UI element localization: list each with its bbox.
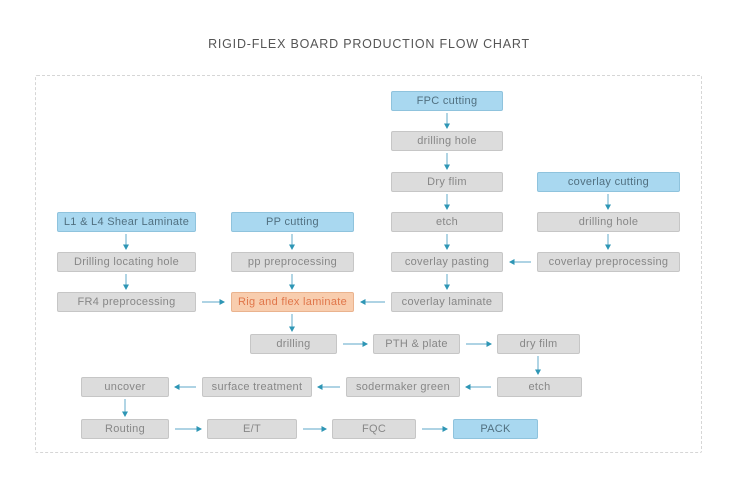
node-pp-preprocessing: pp preprocessing — [231, 252, 354, 272]
node-coverlay-laminate: coverlay laminate — [391, 292, 503, 312]
node-coverlay-preprocessing: coverlay preprocessing — [537, 252, 680, 272]
node-fpc-cutting: FPC cutting — [391, 91, 503, 111]
node-fr4-preprocessing: FR4 preprocessing — [57, 292, 196, 312]
node-rig-and-flex-laminate: Rig and flex laminate — [231, 292, 354, 312]
node-uncover: uncover — [81, 377, 169, 397]
node-e-t: E/T — [207, 419, 297, 439]
node-routing: Routing — [81, 419, 169, 439]
node-l1-l4-shear-laminate: L1 & L4 Shear Laminate — [57, 212, 196, 232]
node-drilling-hole-fpc: drilling hole — [391, 131, 503, 151]
node-pack: PACK — [453, 419, 538, 439]
node-pth-and-plate: PTH & plate — [373, 334, 460, 354]
node-dry-flim: Dry flim — [391, 172, 503, 192]
node-drilling-locating-hole: Drilling locating hole — [57, 252, 196, 272]
node-pp-cutting: PP cutting — [231, 212, 354, 232]
node-coverlay-cutting: coverlay cutting — [537, 172, 680, 192]
node-surface-treatment: surface treatment — [202, 377, 312, 397]
node-drilling: drilling — [250, 334, 337, 354]
flowchart-dashed-frame — [35, 75, 702, 453]
page-title: RIGID-FLEX BOARD PRODUCTION FLOW CHART — [208, 37, 530, 51]
node-etch-fpc: etch — [391, 212, 503, 232]
node-fqc: FQC — [332, 419, 416, 439]
node-coverlay-pasting: coverlay pasting — [391, 252, 503, 272]
node-sodermaker-green: sodermaker green — [346, 377, 460, 397]
node-dry-film: dry film — [497, 334, 580, 354]
node-etch-bottom: etch — [497, 377, 582, 397]
node-drilling-hole-coverlay: drilling hole — [537, 212, 680, 232]
